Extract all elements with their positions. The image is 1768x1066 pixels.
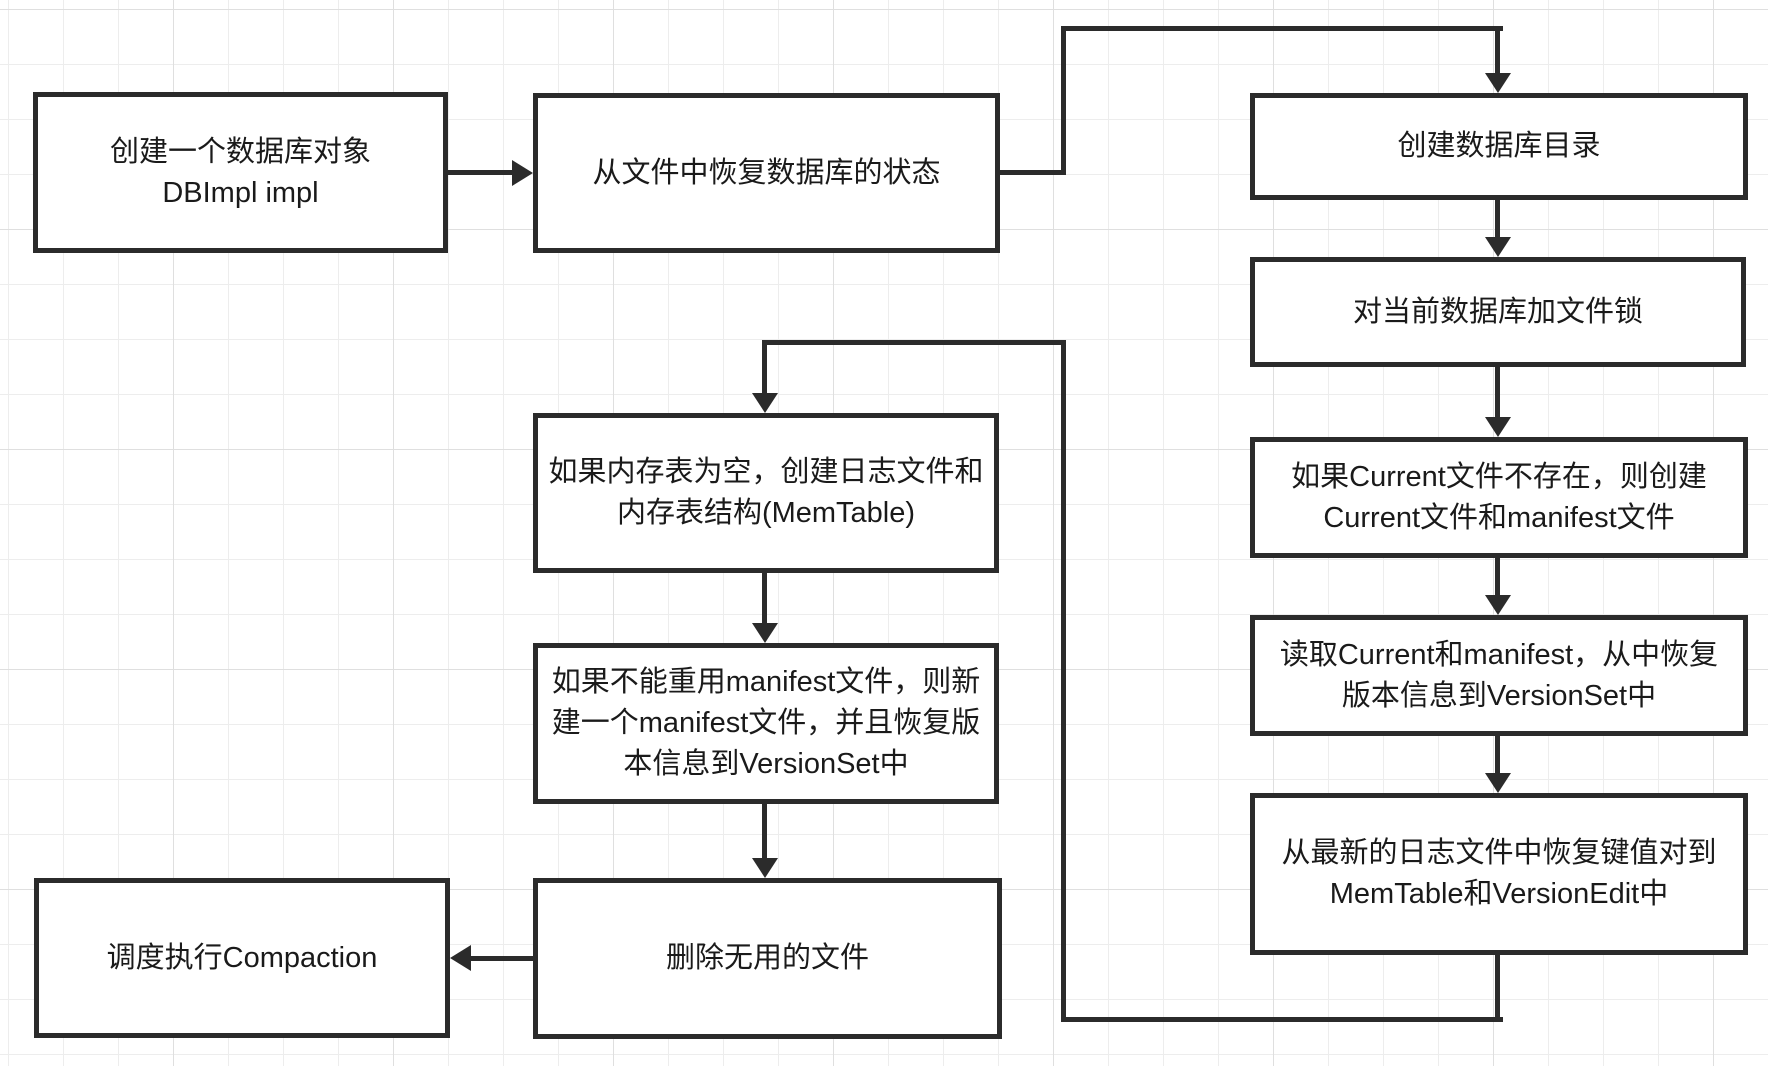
arrowhead: [450, 945, 471, 971]
edge-line: [471, 956, 533, 961]
flow-node-recover-db-state: 从文件中恢复数据库的状态: [533, 93, 1000, 253]
edge-line: [1061, 340, 1066, 1022]
arrowhead: [1485, 773, 1511, 793]
arrowhead: [1485, 595, 1511, 615]
edge-line: [1495, 953, 1500, 1022]
arrowhead: [1485, 73, 1511, 93]
edge-line: [762, 571, 767, 626]
arrowhead: [752, 623, 778, 643]
edge-line: [1061, 26, 1503, 31]
flow-node-delete-unused-files: 删除无用的文件: [533, 878, 1002, 1039]
edge-line: [762, 340, 767, 396]
flow-node-read-current-manifest: 读取Current和manifest，从中恢复 版本信息到VersionSet中: [1250, 615, 1748, 736]
flow-node-new-manifest: 如果不能重用manifest文件，则新 建一个manifest文件，并且恢复版 …: [533, 643, 999, 804]
flow-node-create-log-memtable: 如果内存表为空，创建日志文件和 内存表结构(MemTable): [533, 413, 999, 573]
arrowhead: [1485, 237, 1511, 257]
flow-node-create-dbimpl: 创建一个数据库对象 DBImpl impl: [33, 92, 448, 253]
flow-node-recover-log-keyvalues: 从最新的日志文件中恢复键值对到 MemTable和VersionEdit中: [1250, 793, 1748, 955]
edge-line: [1495, 198, 1500, 240]
flow-node-create-db-directory: 创建数据库目录: [1250, 93, 1748, 200]
flow-node-lock-db-file: 对当前数据库加文件锁: [1250, 257, 1746, 367]
edge-line: [1495, 556, 1500, 598]
arrowhead: [752, 858, 778, 878]
flow-node-create-current-manifest: 如果Current文件不存在，则创建 Current文件和manifest文件: [1250, 437, 1748, 558]
edge-line: [1061, 1017, 1503, 1022]
edge-line: [1495, 734, 1500, 776]
edge-line: [1495, 365, 1500, 420]
edge-line: [1000, 170, 1066, 175]
arrowhead: [752, 393, 778, 413]
flow-node-schedule-compaction: 调度执行Compaction: [34, 878, 450, 1038]
edge-line: [1495, 26, 1500, 74]
edge-line: [762, 340, 1066, 345]
edge-line: [1061, 26, 1066, 175]
edge-line: [448, 170, 512, 175]
arrowhead: [1485, 417, 1511, 437]
edge-line: [762, 802, 767, 861]
arrowhead: [512, 160, 533, 186]
